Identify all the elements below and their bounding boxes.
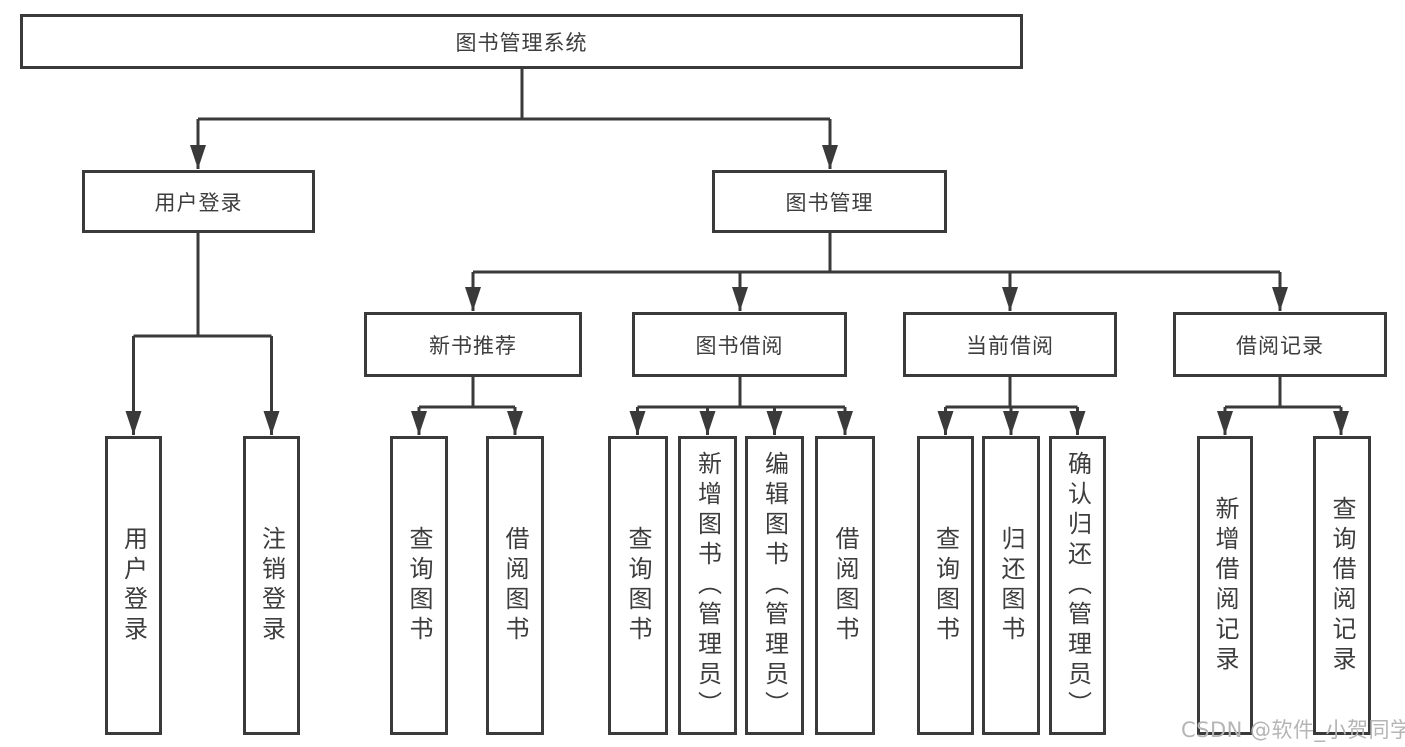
- node-book-borrow: 图书借阅: [632, 312, 847, 377]
- leaf-label: 查询借阅记录: [1328, 495, 1356, 676]
- leaf-add-borrow-record: 新增借阅记录: [1197, 436, 1253, 735]
- leaf-query-books-recommend: 查询图书: [390, 436, 448, 735]
- node-label: 用户登录: [154, 190, 243, 215]
- leaf-label: 新增借阅记录: [1211, 495, 1239, 676]
- leaf-label: 查询图书: [405, 525, 433, 646]
- leaf-borrow-books: 借阅图书: [815, 436, 875, 735]
- leaf-label: 编辑图书（管理员）: [760, 450, 789, 721]
- leaf-label: 查询图书: [931, 525, 960, 646]
- node-new-book-recommend: 新书推荐: [364, 312, 582, 377]
- connector-current-borrow: [937, 377, 1086, 435]
- connector-user-login: [125, 233, 280, 435]
- node-label: 借阅记录: [1236, 333, 1324, 358]
- node-label: 图书管理: [785, 190, 874, 215]
- csdn-watermark: CSDN @软件_小贺同学: [1181, 718, 1405, 742]
- leaf-add-books-admin: 新增图书（管理员）: [678, 436, 737, 735]
- leaf-label: 确认归还（管理员）: [1063, 450, 1092, 721]
- connector-book-management: [465, 233, 1288, 311]
- leaf-borrow-books-recommend: 借阅图书: [486, 436, 544, 735]
- leaf-label: 借阅图书: [501, 525, 529, 646]
- node-label: 当前借阅: [966, 333, 1054, 358]
- leaf-label: 查询图书: [624, 525, 652, 646]
- leaf-user-login: 用户登录: [105, 436, 162, 735]
- node-user-login: 用户登录: [82, 170, 315, 233]
- leaf-query-borrow-record: 查询借阅记录: [1313, 436, 1371, 735]
- node-label: 图书借阅: [695, 333, 784, 358]
- node-book-management: 图书管理: [712, 170, 947, 233]
- connector-borrow-records: [1217, 377, 1349, 435]
- connector-book-borrow: [629, 377, 853, 435]
- node-borrow-records: 借阅记录: [1173, 312, 1387, 377]
- node-current-borrow: 当前借阅: [903, 312, 1117, 377]
- leaf-label: 注销登录: [257, 525, 286, 646]
- leaf-label: 用户登录: [119, 525, 148, 646]
- leaf-logout: 注销登录: [243, 436, 300, 735]
- connector-new-book-recommend: [411, 377, 523, 435]
- leaf-label: 归还图书: [997, 525, 1025, 646]
- leaf-label: 新增图书（管理员）: [693, 450, 722, 721]
- leaf-query-books-current: 查询图书: [917, 436, 974, 735]
- leaf-edit-books-admin: 编辑图书（管理员）: [745, 436, 804, 735]
- leaf-confirm-return-admin: 确认归还（管理员）: [1049, 436, 1106, 735]
- leaf-label: 借阅图书: [831, 525, 859, 646]
- node-library-management-system: 图书管理系统: [20, 14, 1023, 69]
- connector-root-branches: [190, 69, 838, 169]
- leaf-query-books-borrow: 查询图书: [608, 436, 668, 735]
- node-label: 图书管理系统: [455, 30, 588, 55]
- leaf-return-books: 归还图书: [982, 436, 1040, 735]
- node-label: 新书推荐: [429, 333, 517, 358]
